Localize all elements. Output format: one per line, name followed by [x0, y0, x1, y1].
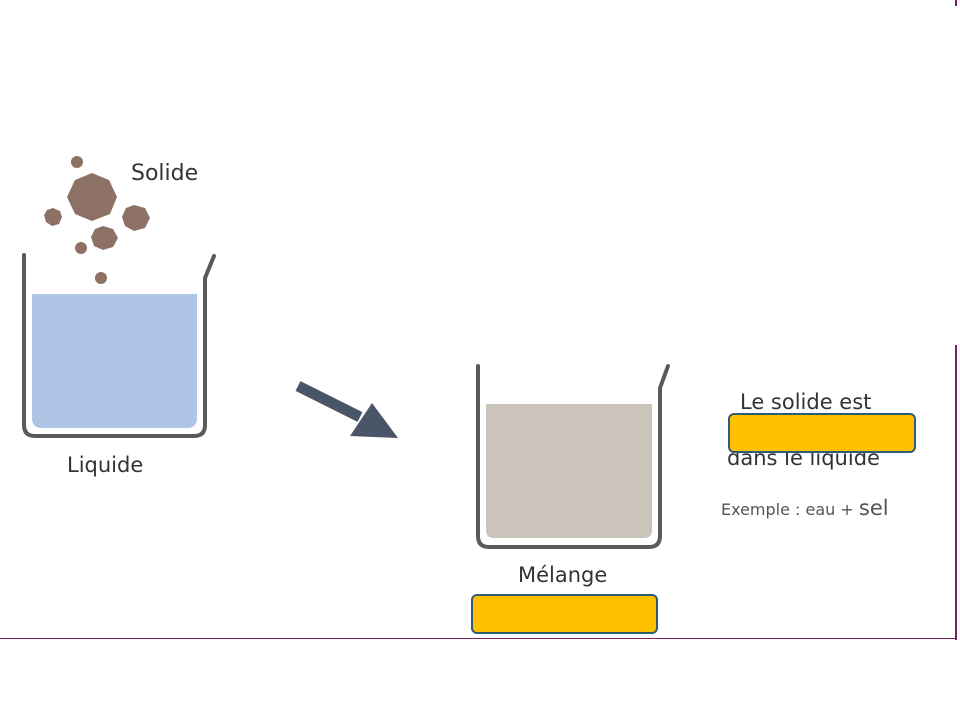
answer-box-mixture-type[interactable] — [471, 594, 658, 634]
liquid-fill — [32, 294, 197, 428]
beaker-right — [476, 364, 670, 549]
beaker-left — [22, 253, 216, 438]
example-prefix: Exemple : eau + — [721, 500, 859, 519]
frame-bottom-edge — [0, 638, 957, 639]
label-liquid: Liquide — [67, 453, 144, 477]
answer-box-statement[interactable] — [728, 413, 916, 453]
solid-particles — [44, 156, 150, 284]
statement-line-1: Le solide est — [740, 390, 872, 414]
label-solid: Solide — [131, 161, 199, 186]
process-arrow — [295, 381, 398, 438]
frame-right-edge — [955, 345, 957, 640]
mixture-fill — [486, 404, 652, 538]
frame-top-right-edge — [955, 0, 957, 6]
label-mixture: Mélange — [518, 563, 608, 587]
example-text: Exemple : eau + sel — [721, 496, 889, 520]
example-highlight: sel — [858, 496, 889, 520]
